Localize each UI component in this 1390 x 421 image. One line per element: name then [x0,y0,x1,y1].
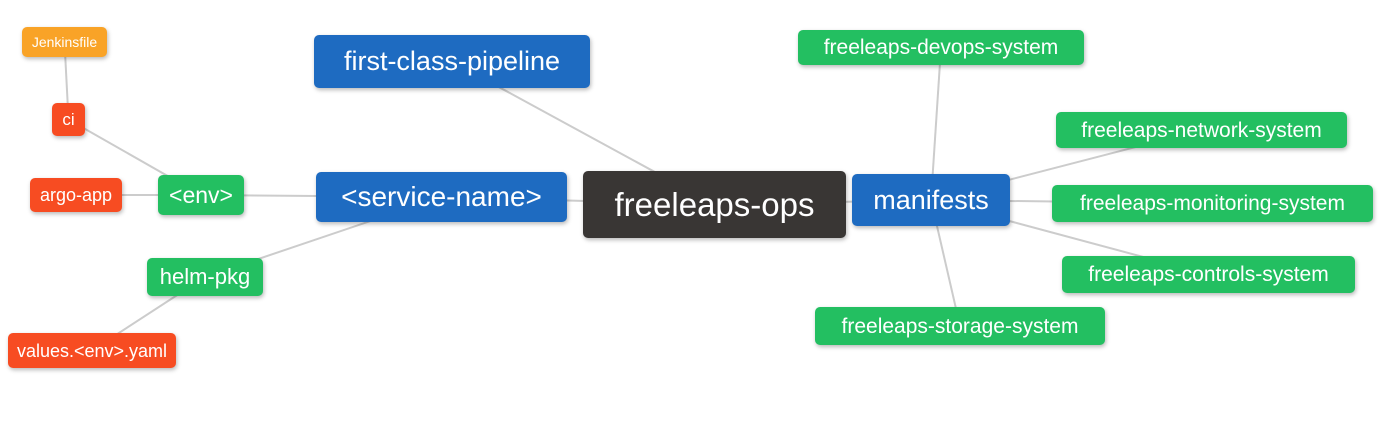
node-freeleaps-ops[interactable]: freeleaps-ops [583,171,846,238]
node-freeleaps-controls-system[interactable]: freeleaps-controls-system [1062,256,1355,293]
node-ci[interactable]: ci [52,103,85,136]
node-argo-app[interactable]: argo-app [30,178,122,212]
node-freeleaps-monitoring-system[interactable]: freeleaps-monitoring-system [1052,185,1373,222]
node-jenkinsfile[interactable]: Jenkinsfile [22,27,107,57]
node-manifests[interactable]: manifests [852,174,1010,226]
node-helm-pkg[interactable]: helm-pkg [147,258,263,296]
node-values-env-yaml[interactable]: values.<env>.yaml [8,333,176,368]
node-first-class-pipeline[interactable]: first-class-pipeline [314,35,590,88]
node-freeleaps-network-system[interactable]: freeleaps-network-system [1056,112,1347,148]
node-freeleaps-storage-system[interactable]: freeleaps-storage-system [815,307,1105,345]
node-service-name[interactable]: <service-name> [316,172,567,222]
node-freeleaps-devops-system[interactable]: freeleaps-devops-system [798,30,1084,65]
node-env[interactable]: <env> [158,175,244,215]
